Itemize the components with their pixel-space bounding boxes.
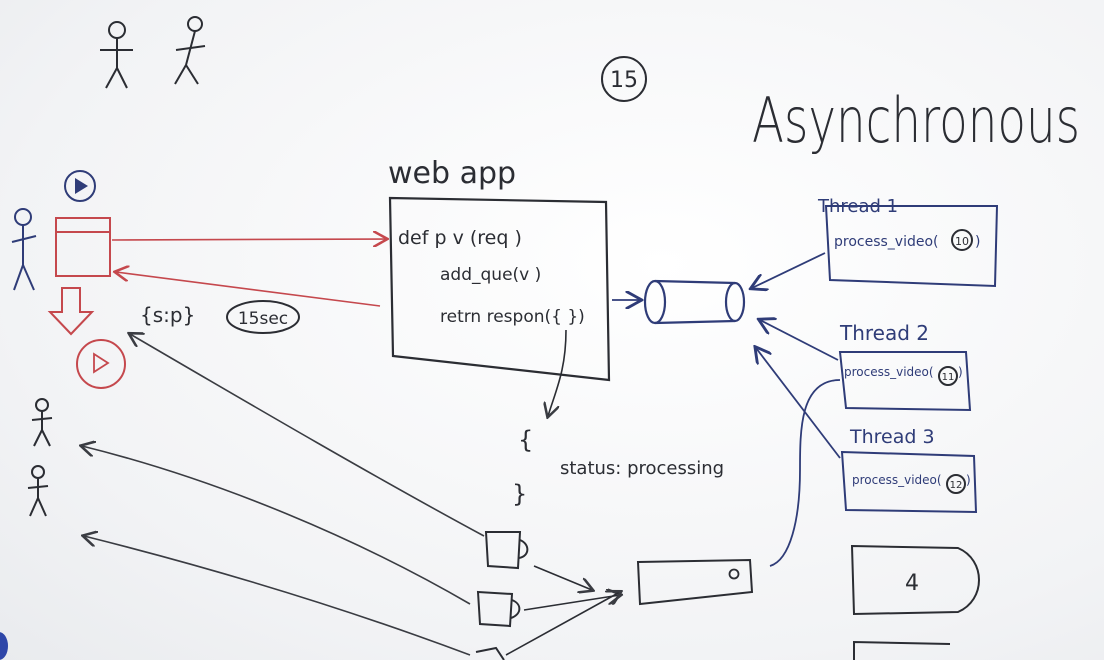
worker-output-arrow-2 bbox=[523, 595, 620, 611]
thread-2-marker bbox=[938, 366, 958, 386]
stick-figure-icon bbox=[100, 21, 133, 89]
worker-icon bbox=[475, 646, 505, 660]
web-app-box bbox=[388, 196, 611, 382]
thread-2-result-connector bbox=[769, 379, 841, 567]
thread-1-box bbox=[824, 205, 999, 288]
circled-number: 15 bbox=[601, 56, 647, 102]
thread-3-label: Thread 3 bbox=[849, 426, 935, 448]
inline-response-text: {s:p} bbox=[140, 303, 195, 327]
play-button-icon bbox=[64, 170, 96, 202]
thread-2-label: Thread 2 bbox=[839, 321, 929, 345]
thread-1-pull-arrow bbox=[752, 252, 826, 288]
thread-3-pull-arrow bbox=[756, 348, 841, 459]
code-line-2: add_que(v ) bbox=[440, 265, 541, 285]
result-store-marker bbox=[728, 568, 740, 580]
video-play-icon bbox=[76, 339, 126, 389]
worker-output-arrow-3 bbox=[505, 592, 620, 656]
worker-icon bbox=[476, 590, 521, 628]
message-queue-cylinder bbox=[643, 279, 746, 325]
thread-1-close-paren: ) bbox=[975, 234, 980, 250]
thread-3-marker-text: 12 bbox=[950, 480, 963, 491]
worker-icon bbox=[484, 531, 529, 570]
thread-3-marker bbox=[946, 474, 966, 494]
download-arrow-icon bbox=[47, 287, 95, 336]
thread-1-marker-text: 10 bbox=[955, 235, 969, 248]
thread-3-task: process_video( bbox=[852, 473, 942, 487]
thread-2-task: process_video( bbox=[844, 365, 934, 379]
thread-2-marker-text: 11 bbox=[942, 372, 955, 383]
extra-box-label: 4 bbox=[905, 571, 919, 596]
thread-3-close-paren: ) bbox=[966, 473, 971, 487]
notify-arrow-2 bbox=[82, 446, 471, 605]
title-asynchronous: Asynchronous bbox=[752, 84, 1080, 157]
latency-ellipse bbox=[226, 300, 300, 334]
latency-text: 15sec bbox=[238, 309, 288, 329]
browser-window-icon bbox=[55, 217, 111, 277]
thread-1-marker bbox=[951, 229, 973, 251]
thread-1-task: process_video( bbox=[834, 234, 939, 250]
user-stick-figure-icon bbox=[11, 208, 37, 291]
result-store-box bbox=[636, 558, 754, 606]
user-stick-figure-icon bbox=[27, 465, 49, 517]
extra-box-partial bbox=[853, 640, 951, 660]
circled-number-text: 15 bbox=[610, 68, 638, 93]
status-arrow bbox=[548, 329, 567, 416]
worker-output-arrow-1 bbox=[533, 565, 592, 590]
web-app-label: web app bbox=[388, 156, 516, 191]
notify-arrow-3 bbox=[84, 536, 471, 656]
response-arrow bbox=[116, 272, 381, 307]
thread-3-box bbox=[840, 450, 978, 514]
corner-indicator bbox=[0, 632, 8, 660]
status-open-brace: { bbox=[518, 426, 533, 454]
code-line-1: def p v (req ) bbox=[398, 227, 522, 249]
thread-2-box bbox=[838, 351, 972, 412]
code-line-3: retrn respon({ }) bbox=[440, 307, 585, 327]
thread-2-pull-arrow bbox=[760, 320, 839, 361]
user-stick-figure-icon bbox=[31, 398, 53, 447]
status-text: status: processing bbox=[560, 458, 724, 479]
stick-figure-icon bbox=[174, 16, 206, 85]
thread-2-close-paren: ) bbox=[958, 365, 963, 379]
request-arrow bbox=[111, 239, 386, 240]
extra-box bbox=[850, 544, 980, 616]
notify-arrow-1 bbox=[130, 334, 485, 537]
status-close-brace: } bbox=[512, 480, 527, 508]
